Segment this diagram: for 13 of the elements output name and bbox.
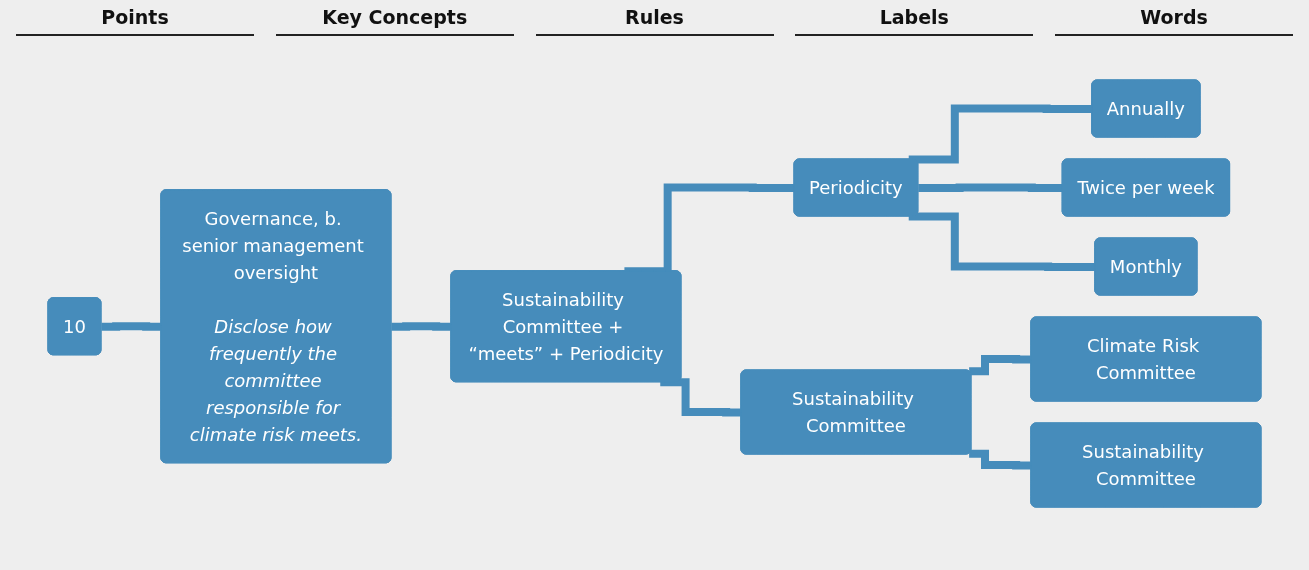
column-heading: Points — [16, 6, 254, 36]
column-heading: Words — [1055, 6, 1293, 36]
connector — [918, 183, 1063, 192]
connector — [101, 322, 162, 331]
connector — [969, 449, 1032, 470]
connector — [908, 104, 1093, 164]
connector — [908, 212, 1096, 271]
connector — [391, 322, 452, 331]
connector — [660, 378, 742, 417]
connector — [969, 355, 1032, 376]
column-heading: Labels — [795, 6, 1034, 36]
column-heading: Key Concepts — [275, 6, 514, 36]
column-heading: Rules — [535, 6, 774, 36]
